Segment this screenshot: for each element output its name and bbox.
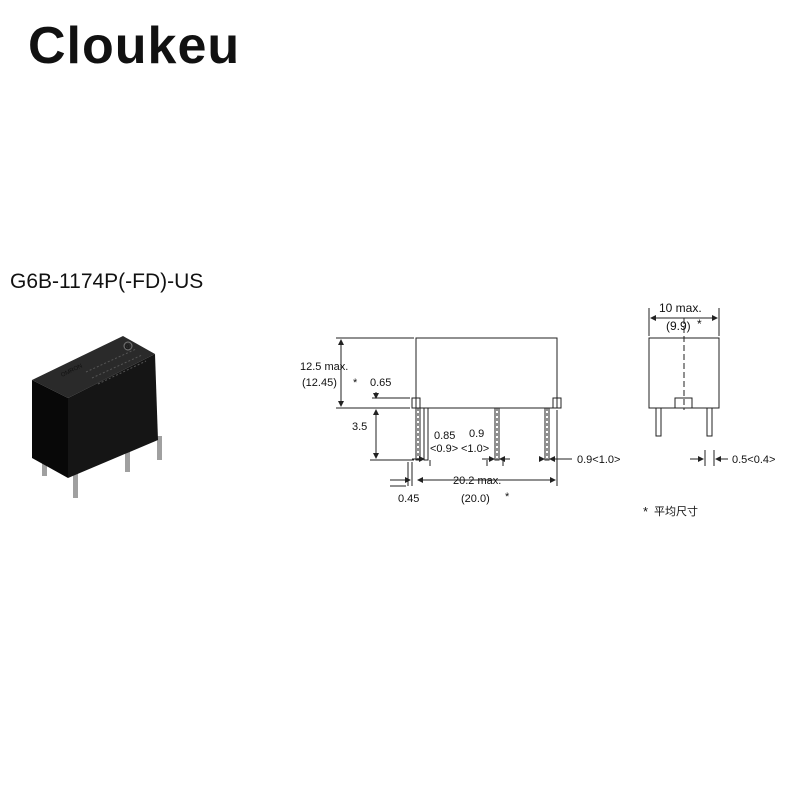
dim-width-avg: (9.9) [666, 319, 691, 333]
relay-pin [125, 448, 130, 472]
model-number: G6B-1174P(-FD)-US [10, 270, 204, 293]
relay-front-face [68, 354, 158, 478]
dim-left-gap: 0.45 [398, 493, 419, 505]
side-pin-left [655, 407, 662, 437]
dim-width-max: 10 max. [659, 301, 702, 315]
dim-right-pin-width: 0.9<1.0> [577, 454, 620, 466]
front-pin-2 [423, 407, 429, 461]
dim-height-avg: (12.45) [302, 377, 337, 389]
brand-title: Cloukeu [28, 17, 241, 75]
dim-pin-a-avg: <0.9> [430, 443, 458, 455]
front-right-standoff [552, 397, 562, 409]
note-average-label: 平均尺寸 [654, 504, 698, 518]
dim-height-max: 12.5 max. [300, 361, 348, 373]
front-view [336, 337, 572, 487]
dim-pin-b-avg: <1.0> [461, 443, 489, 455]
dim-width-asterisk: * [697, 317, 702, 331]
side-view [648, 308, 728, 466]
dim-side-pin-width: 0.5<0.4> [732, 454, 775, 466]
dim-height-asterisk: * [353, 377, 358, 389]
dim-pin-a-width: 0.85 [434, 430, 455, 442]
relay-left-face [32, 380, 68, 478]
dim-length-avg: (20.0) [461, 493, 490, 505]
relay-photo: OMRON G [32, 336, 162, 498]
dim-length-asterisk: * [505, 491, 510, 503]
dim-pin-offset: 0.65 [370, 377, 391, 389]
note-asterisk: * [643, 504, 648, 519]
dim-length-max: 20.2 max. [453, 475, 501, 487]
relay-pin [73, 466, 78, 498]
dim-pin-b-width: 0.9 [469, 428, 484, 440]
front-view-body [415, 337, 558, 409]
dim-pin-length: 3.5 [352, 421, 367, 433]
relay-logo-icon [123, 341, 133, 351]
relay-logo-letter: G [125, 345, 130, 351]
relay-pin [157, 436, 162, 460]
side-pin-right [706, 407, 713, 437]
relay-top-face [32, 336, 155, 398]
